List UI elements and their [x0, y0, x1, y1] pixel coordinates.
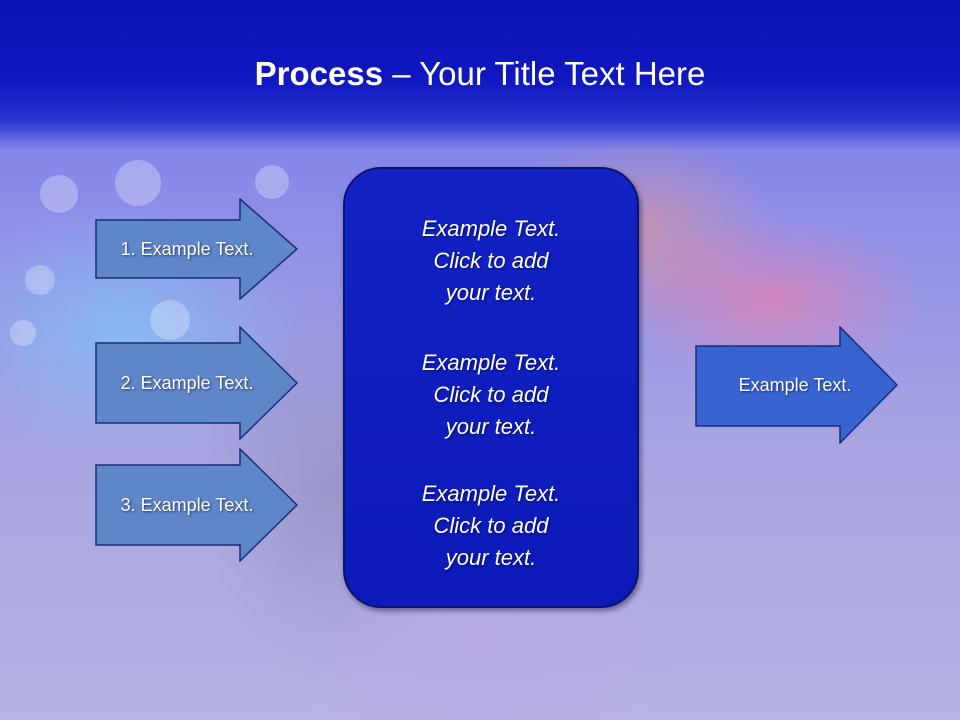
- arrow-shape-icon: [95, 198, 299, 300]
- center-item-line: Example Text.: [421, 216, 561, 241]
- left-arrow-label: 1. Example Text.: [120, 238, 254, 259]
- left-arrow-label: 2. Example Text.: [120, 372, 254, 393]
- title-rest: – Your Title Text Here: [383, 55, 706, 92]
- left-arrow-label: 3. Example Text.: [120, 494, 254, 515]
- center-item-line: Click to add: [433, 382, 549, 407]
- bokeh-light: [115, 160, 161, 206]
- center-item-line: Click to add: [433, 248, 549, 273]
- center-item-line: your text.: [445, 280, 537, 305]
- bokeh-light: [40, 175, 78, 213]
- bokeh-light: [255, 165, 289, 199]
- center-process-box[interactable]: [343, 167, 639, 608]
- bokeh-light: [150, 300, 190, 340]
- center-item-line: Example Text.: [421, 481, 561, 506]
- title-bold: Process: [254, 55, 384, 92]
- slide-title[interactable]: Process – Your Title Text Here: [0, 52, 960, 96]
- arrow-shape-icon: [95, 448, 299, 562]
- center-item-line: Example Text.: [421, 350, 561, 375]
- left-arrow-3[interactable]: 3. Example Text.: [95, 448, 299, 562]
- left-arrow-1[interactable]: 1. Example Text.: [95, 198, 299, 300]
- center-item-line: Click to add: [433, 513, 549, 538]
- center-item-3[interactable]: Example Text. Click to add your text.: [343, 478, 639, 574]
- center-item-2[interactable]: Example Text. Click to add your text.: [343, 347, 639, 443]
- right-arrow[interactable]: Example Text.: [695, 326, 899, 444]
- arrow-shape-icon: [695, 326, 899, 444]
- right-arrow-label: Example Text.: [738, 374, 852, 395]
- center-item-line: your text.: [445, 414, 537, 439]
- arrow-shape-icon: [95, 326, 299, 440]
- center-item-1[interactable]: Example Text. Click to add your text.: [343, 213, 639, 309]
- bokeh-light: [10, 320, 36, 346]
- left-arrow-2[interactable]: 2. Example Text.: [95, 326, 299, 440]
- title-band: [0, 0, 960, 150]
- center-item-line: your text.: [445, 545, 537, 570]
- bokeh-light: [25, 265, 55, 295]
